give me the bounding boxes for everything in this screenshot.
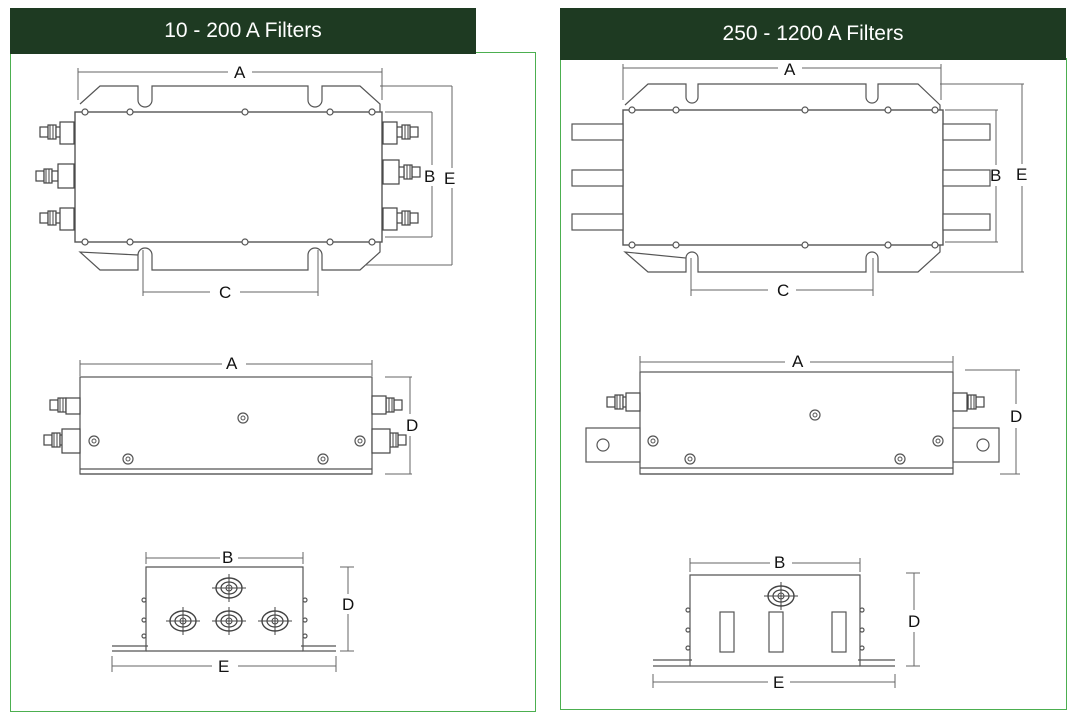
right-top-label-c: C — [777, 281, 789, 300]
left-top-label-b: B — [424, 167, 435, 186]
right-side-label-a: A — [792, 352, 804, 371]
left-front-label-d: D — [342, 595, 354, 614]
left-top-label-c: C — [219, 283, 231, 302]
right-front-label-d: D — [908, 612, 920, 631]
left-top-dimensions — [77, 68, 453, 296]
right-top-view — [571, 83, 991, 273]
right-top-label-e: E — [1016, 165, 1027, 184]
left-top-view — [74, 85, 383, 271]
left-side-dimensions — [79, 360, 412, 475]
left-side-label-a: A — [226, 354, 238, 373]
right-top-label-a: A — [784, 60, 796, 79]
left-side-bolts — [43, 395, 407, 454]
right-top-dimensions — [622, 64, 1024, 296]
right-top-label-b: B — [990, 166, 1001, 185]
left-top-label-a: A — [234, 63, 246, 82]
right-front-dimensions — [652, 558, 920, 688]
left-side-label-d: D — [406, 416, 418, 435]
right-front-label-b: B — [774, 553, 785, 572]
left-top-view-bolts — [35, 121, 421, 231]
right-side-label-d: D — [1010, 407, 1022, 426]
right-front-label-e: E — [773, 673, 784, 692]
right-side-bolts — [606, 392, 985, 412]
left-front-label-b: B — [222, 548, 233, 567]
right-side-dimensions — [639, 356, 1020, 475]
left-front-label-e: E — [218, 657, 229, 676]
right-side-view — [585, 371, 1000, 475]
left-front-dimensions — [111, 552, 354, 672]
left-top-label-e: E — [444, 169, 455, 188]
right-panel-title: 250 - 1200 A Filters — [560, 8, 1066, 60]
left-panel-title: 10 - 200 A Filters — [10, 8, 476, 54]
right-front-view — [653, 574, 895, 667]
